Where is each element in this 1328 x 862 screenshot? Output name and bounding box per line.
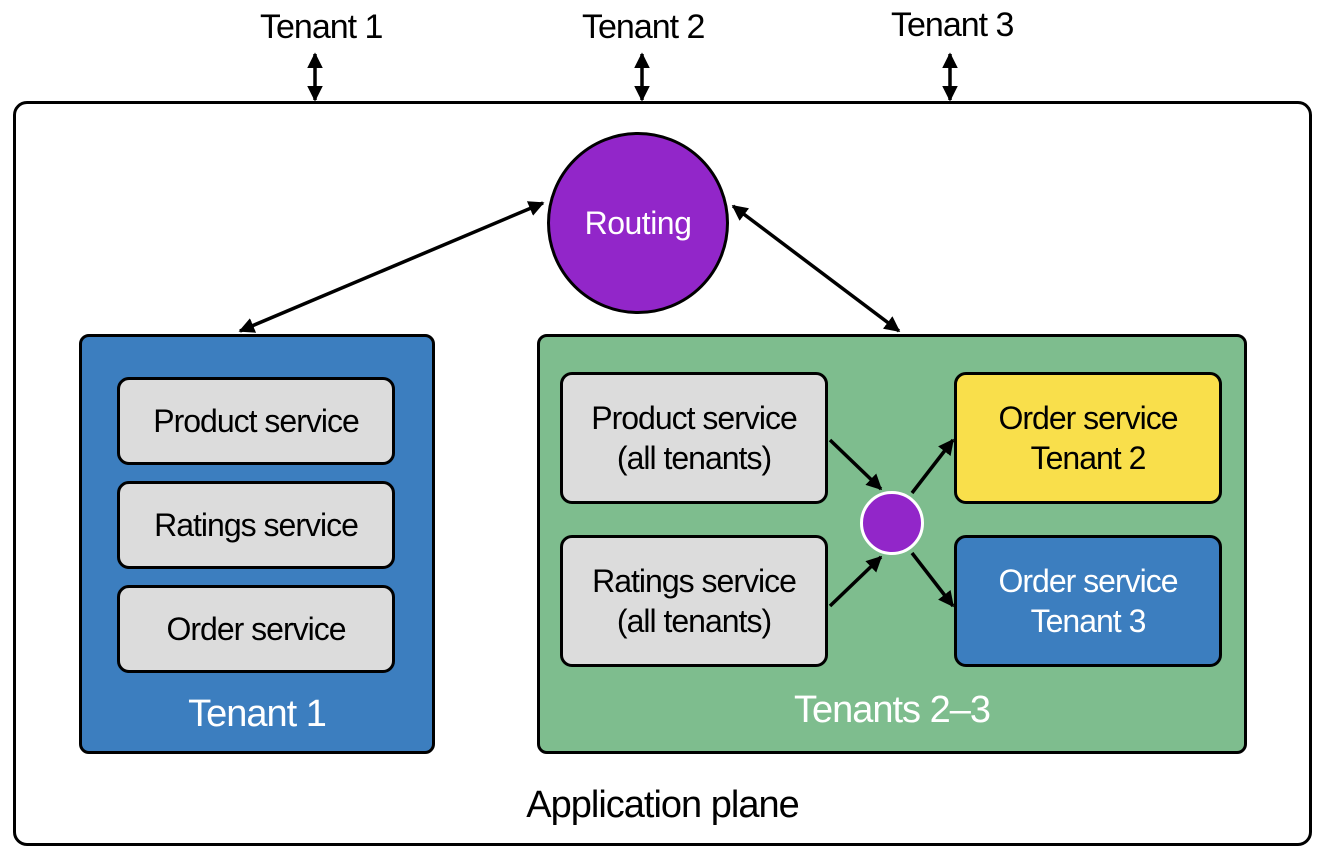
application-plane-label: Application plane [526, 783, 799, 826]
order-service-tenant2-line2: Tenant 2 [1030, 440, 1147, 476]
hub-to-order-tenant2-arrow [910, 438, 955, 495]
routing-label: Routing [584, 204, 692, 241]
order-service-tenant3-line1: Order service [998, 563, 1178, 599]
shared-ratings-service-line2: (all tenants) [616, 603, 772, 639]
routing-node: Routing [547, 132, 729, 314]
order-service-tenant2-line1: Order service [998, 400, 1178, 436]
routing-tenant1-arrow [238, 201, 545, 333]
shared-ratings-service: Ratings service (all tenants) [560, 535, 828, 667]
tenants23-group-label: Tenants 2–3 [793, 688, 991, 731]
hub-to-order-tenant3-arrow [910, 551, 955, 608]
top-tenant1-label: Tenant 1 [260, 8, 383, 46]
product-to-hub-arrow [828, 438, 883, 491]
order-service-tenant3-line2: Tenant 3 [1030, 603, 1147, 639]
tenant1-product-service: Product service [117, 377, 395, 465]
shared-product-service: Product service (all tenants) [560, 372, 828, 504]
ratings-to-hub-arrow [828, 555, 883, 608]
top-tenant2-label: Tenant 2 [582, 8, 705, 46]
tenant1-ratings-service: Ratings service [117, 481, 395, 569]
top-tenant3-label: Tenant 3 [891, 6, 1014, 44]
tenant1-ratings-service-label: Ratings service [154, 507, 359, 543]
routing-tenants23-arrow [731, 204, 901, 333]
application-plane [13, 101, 1312, 846]
shared-product-service-line1: Product service [591, 400, 798, 436]
tenant1-group-label: Tenant 1 [188, 692, 327, 735]
hub-router-node [860, 491, 924, 555]
order-service-tenant2: Order service Tenant 2 [954, 372, 1222, 504]
shared-product-service-line2: (all tenants) [616, 440, 772, 476]
order-service-tenant3: Order service Tenant 3 [954, 535, 1222, 667]
tenant1-order-service: Order service [117, 585, 395, 673]
tenant1-order-service-label: Order service [166, 611, 346, 647]
tenant1-product-service-label: Product service [153, 403, 360, 439]
shared-ratings-service-line1: Ratings service [592, 563, 797, 599]
